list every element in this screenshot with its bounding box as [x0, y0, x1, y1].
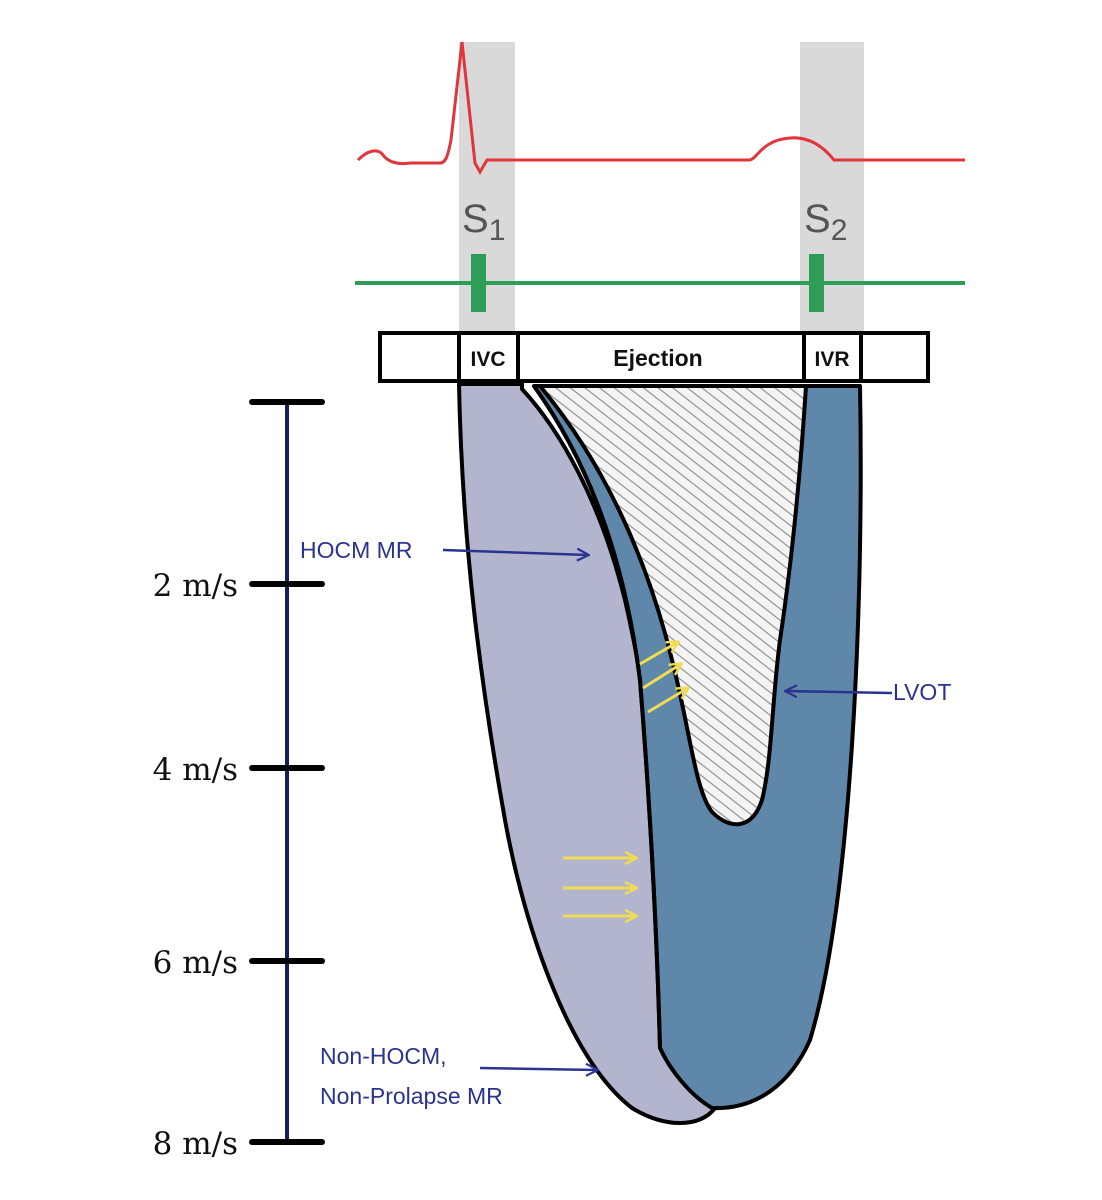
phase-ivr: IVR	[814, 348, 849, 371]
ecg-trace	[356, 41, 965, 176]
phase-ejection: Ejection	[613, 345, 702, 371]
velocity-label-8: 8 m/s	[153, 1126, 238, 1162]
velocity-label-6: 6 m/s	[153, 945, 238, 981]
s1-label: S1	[462, 197, 505, 247]
velocity-label-4: 4 m/s	[153, 752, 238, 788]
s1-sound-mark	[471, 254, 486, 312]
non-hocm-label-line2: Non-Prolapse MR	[320, 1083, 503, 1109]
hocm-mr-pointer	[442, 550, 588, 555]
velocity-label-2: 2 m/s	[153, 568, 238, 604]
phase-box	[378, 331, 930, 383]
flow-arrow	[647, 688, 688, 714]
ejection-hatch-area	[538, 384, 808, 827]
hocm-mr-label: HOCM MR	[300, 537, 412, 563]
flow-arrow	[642, 664, 681, 690]
hocm-mr-boundary	[532, 384, 662, 1049]
non-hocm-pointer	[479, 1068, 597, 1070]
phase-ivc: IVC	[470, 348, 505, 371]
s2-label: S2	[804, 197, 847, 247]
non-hocm-label-line1: Non-HOCM,	[320, 1043, 447, 1069]
s2-sound-mark	[809, 254, 824, 312]
lvot-pointer	[786, 691, 893, 693]
lvot-label: LVOT	[893, 679, 951, 705]
flow-arrow	[639, 642, 678, 666]
